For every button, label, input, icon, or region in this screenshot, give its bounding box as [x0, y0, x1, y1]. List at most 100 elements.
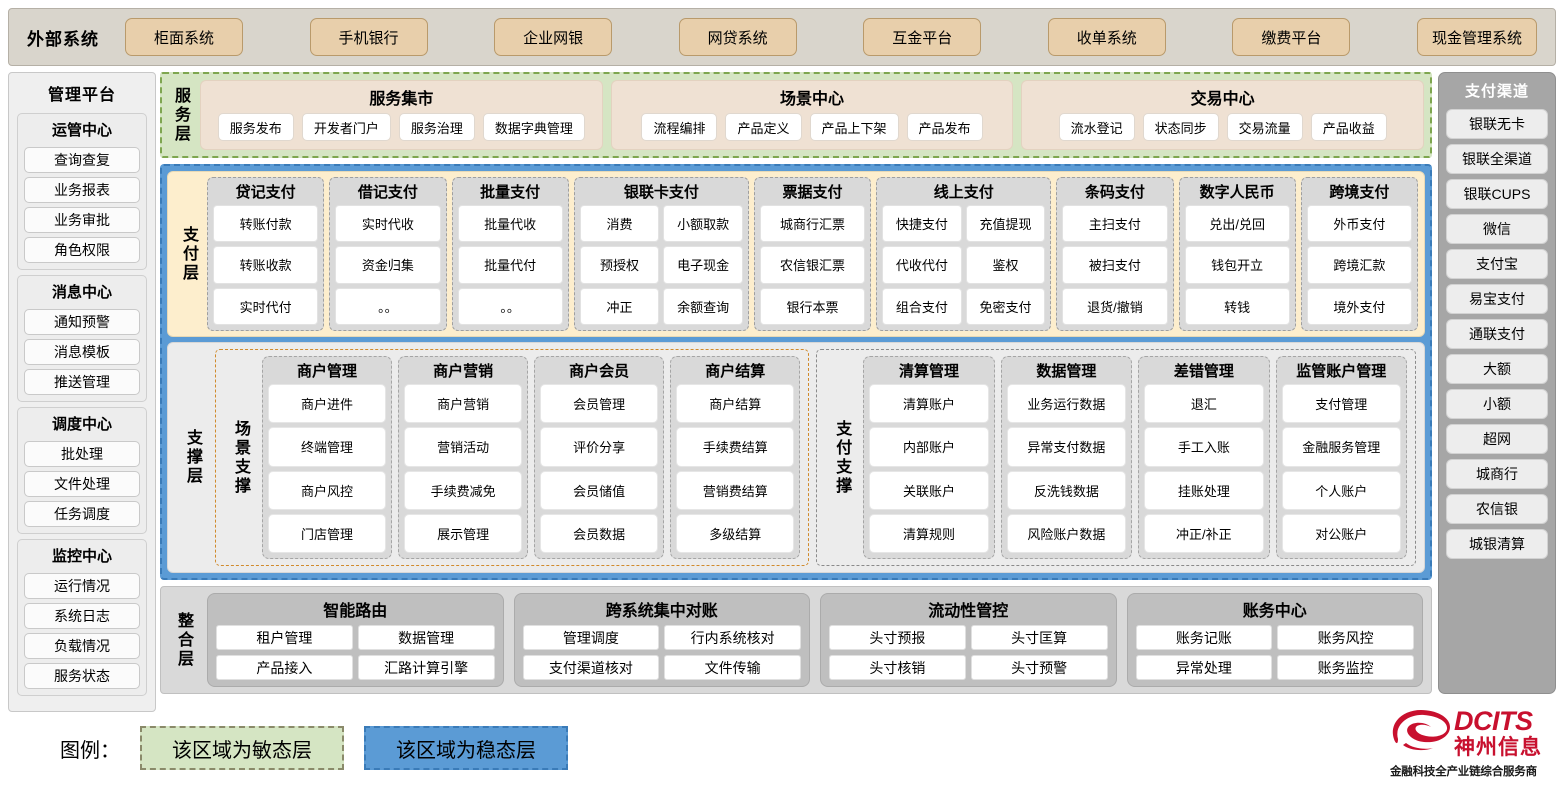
payment-support-cell[interactable]: 对公账户 — [1281, 513, 1401, 553]
payment-channel-item[interactable]: 支付宝 — [1446, 249, 1548, 279]
service-chip[interactable]: 产品发布 — [906, 113, 983, 141]
scene-support-cell[interactable]: 多级结算 — [676, 513, 795, 553]
payment-cell[interactable]: 转账收款 — [213, 246, 319, 284]
integration-cell[interactable]: 管理调度 — [522, 625, 660, 650]
external-system-chip[interactable]: 柜面系统 — [125, 18, 243, 56]
payment-support-cell[interactable]: 清算规则 — [869, 513, 989, 553]
payment-cell[interactable]: 转钱 — [1184, 287, 1290, 325]
integration-cell[interactable]: 汇路计算引擎 — [357, 655, 495, 680]
scene-support-cell[interactable]: 会员管理 — [540, 384, 659, 424]
management-item[interactable]: 服务状态 — [24, 663, 140, 689]
payment-support-cell[interactable]: 反洗钱数据 — [1006, 470, 1127, 510]
payment-cell[interactable]: 境外支付 — [1306, 287, 1413, 325]
payment-support-cell[interactable]: 挂账处理 — [1144, 470, 1264, 510]
scene-support-cell[interactable]: 评价分享 — [540, 427, 659, 467]
integration-cell[interactable]: 头寸匡算 — [970, 625, 1108, 650]
scene-support-cell[interactable]: 终端管理 — [268, 427, 387, 467]
payment-cell[interactable]: 。。 — [335, 287, 441, 325]
payment-cell[interactable]: 农信银汇票 — [759, 246, 866, 284]
integration-cell[interactable]: 行内系统核对 — [664, 625, 801, 650]
integration-cell[interactable]: 头寸核销 — [829, 655, 966, 680]
management-item[interactable]: 批处理 — [24, 441, 140, 467]
service-chip[interactable]: 数据字典管理 — [482, 113, 585, 141]
payment-cell[interactable]: 预授权 — [579, 246, 660, 284]
payment-cell[interactable]: 实时代付 — [213, 287, 319, 325]
service-chip[interactable]: 服务发布 — [217, 113, 294, 141]
payment-support-cell[interactable]: 支付管理 — [1281, 384, 1401, 424]
integration-cell[interactable]: 产品接入 — [216, 655, 353, 680]
payment-channel-item[interactable]: 易宝支付 — [1446, 284, 1548, 314]
management-item[interactable]: 业务审批 — [24, 207, 140, 233]
payment-cell[interactable]: 鉴权 — [965, 246, 1046, 284]
external-system-chip[interactable]: 企业网银 — [494, 18, 613, 56]
payment-cell[interactable]: 电子现金 — [663, 246, 743, 284]
payment-channel-item[interactable]: 银联无卡 — [1446, 109, 1548, 139]
payment-channel-item[interactable]: 银联CUPS — [1446, 179, 1548, 209]
service-chip[interactable]: 流程编排 — [641, 113, 718, 141]
payment-support-cell[interactable]: 业务运行数据 — [1006, 384, 1127, 424]
scene-support-cell[interactable]: 营销活动 — [404, 427, 523, 467]
management-item[interactable]: 查询查复 — [24, 147, 140, 173]
scene-support-cell[interactable]: 展示管理 — [404, 513, 523, 553]
payment-cell[interactable]: 。。 — [457, 287, 563, 325]
payment-cell[interactable]: 转账付款 — [213, 205, 319, 243]
payment-support-cell[interactable]: 关联账户 — [869, 470, 989, 510]
scene-support-cell[interactable]: 商户进件 — [268, 384, 387, 424]
external-system-chip[interactable]: 手机银行 — [309, 18, 428, 56]
payment-support-cell[interactable]: 金融服务管理 — [1281, 427, 1401, 467]
payment-cell[interactable]: 钱包开立 — [1184, 246, 1290, 284]
payment-channel-item[interactable]: 城银清算 — [1446, 529, 1548, 559]
payment-cell[interactable]: 银行本票 — [759, 287, 866, 325]
integration-cell[interactable]: 文件传输 — [664, 655, 801, 680]
payment-support-cell[interactable]: 个人账户 — [1281, 470, 1401, 510]
external-system-chip[interactable]: 网贷系统 — [678, 18, 797, 56]
scene-support-cell[interactable]: 门店管理 — [268, 513, 387, 553]
external-system-chip[interactable]: 缴费平台 — [1232, 18, 1351, 56]
payment-cell[interactable]: 跨境汇款 — [1306, 246, 1413, 284]
payment-cell[interactable]: 余额查询 — [663, 287, 743, 325]
payment-cell[interactable]: 批量代收 — [457, 205, 563, 243]
payment-channel-item[interactable]: 微信 — [1446, 214, 1548, 244]
payment-cell[interactable]: 兑出/兑回 — [1184, 205, 1290, 243]
payment-cell[interactable]: 组合支付 — [882, 287, 962, 325]
management-item[interactable]: 系统日志 — [24, 603, 140, 629]
payment-cell[interactable]: 被扫支付 — [1062, 246, 1168, 284]
service-chip[interactable]: 产品上下架 — [809, 113, 899, 141]
management-item[interactable]: 消息模板 — [24, 339, 140, 365]
payment-cell[interactable]: 代收代付 — [882, 246, 962, 284]
payment-channel-item[interactable]: 银联全渠道 — [1446, 144, 1548, 174]
scene-support-cell[interactable]: 商户结算 — [676, 384, 795, 424]
service-chip[interactable]: 服务治理 — [398, 113, 475, 141]
payment-cell[interactable]: 批量代付 — [457, 246, 563, 284]
scene-support-cell[interactable]: 会员储值 — [540, 470, 659, 510]
payment-cell[interactable]: 充值提现 — [965, 205, 1046, 243]
scene-support-cell[interactable]: 手续费减免 — [404, 470, 523, 510]
management-item[interactable]: 负载情况 — [24, 633, 140, 659]
scene-support-cell[interactable]: 手续费结算 — [676, 427, 795, 467]
payment-channel-item[interactable]: 大额 — [1446, 354, 1548, 384]
payment-support-cell[interactable]: 异常支付数据 — [1006, 427, 1127, 467]
payment-cell[interactable]: 小额取款 — [663, 205, 743, 243]
management-item[interactable]: 运行情况 — [24, 573, 140, 599]
management-item[interactable]: 推送管理 — [24, 369, 140, 395]
payment-channel-item[interactable]: 农信银 — [1446, 494, 1548, 524]
payment-channel-item[interactable]: 城商行 — [1446, 459, 1548, 489]
payment-cell[interactable]: 快捷支付 — [882, 205, 962, 243]
payment-cell[interactable]: 消费 — [579, 205, 660, 243]
scene-support-cell[interactable]: 营销费结算 — [676, 470, 795, 510]
payment-cell[interactable]: 冲正 — [579, 287, 660, 325]
integration-cell[interactable]: 头寸预警 — [970, 655, 1108, 680]
payment-cell[interactable]: 主扫支付 — [1062, 205, 1168, 243]
management-item[interactable]: 业务报表 — [24, 177, 140, 203]
scene-support-cell[interactable]: 会员数据 — [540, 513, 659, 553]
payment-support-cell[interactable]: 风险账户数据 — [1006, 513, 1127, 553]
payment-cell[interactable]: 资金归集 — [335, 246, 441, 284]
scene-support-cell[interactable]: 商户风控 — [268, 470, 387, 510]
payment-cell[interactable]: 退货/撤销 — [1062, 287, 1168, 325]
service-chip[interactable]: 产品收益 — [1310, 113, 1387, 141]
service-chip[interactable]: 流水登记 — [1058, 113, 1135, 141]
payment-support-cell[interactable]: 冲正/补正 — [1144, 513, 1264, 553]
payment-cell[interactable]: 免密支付 — [965, 287, 1046, 325]
integration-cell[interactable]: 异常处理 — [1135, 655, 1273, 680]
integration-cell[interactable]: 头寸预报 — [829, 625, 966, 650]
